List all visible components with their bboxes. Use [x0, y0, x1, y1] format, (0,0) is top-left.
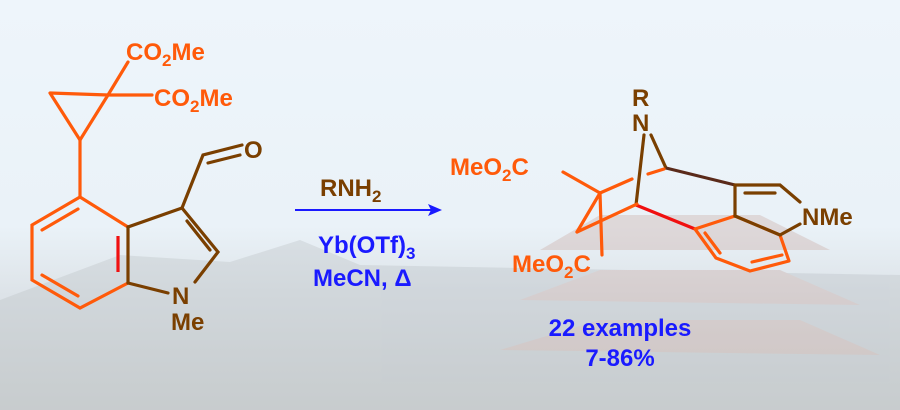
- starting-material-structure: [30, 60, 244, 310]
- bridge-n-label: N: [632, 110, 649, 137]
- ester-label-top: CO2Me: [126, 39, 205, 70]
- catalyst-label: Yb(OTf)3: [318, 232, 415, 263]
- product-nme-label: NMe: [802, 204, 853, 231]
- product-ester-top: MeO2C: [450, 154, 529, 185]
- scope-label: 22 examples: [549, 315, 692, 342]
- ester-label-right: CO2Me: [154, 85, 233, 116]
- background-landscape: [0, 215, 900, 410]
- aldehyde-oxygen-label: O: [244, 137, 263, 164]
- yield-range-label: 7-86%: [585, 345, 654, 372]
- reagent-label: RNH2: [320, 175, 381, 206]
- bridge-r-label: R: [632, 85, 649, 112]
- indole-nitrogen-label: N: [172, 283, 189, 310]
- reaction-arrow: [295, 204, 442, 216]
- solvent-label: MeCN, Δ: [313, 265, 412, 292]
- product-structure: [561, 133, 802, 273]
- n-methyl-label: Me: [171, 309, 204, 336]
- product-ester-bottom: MeO2C: [512, 251, 591, 282]
